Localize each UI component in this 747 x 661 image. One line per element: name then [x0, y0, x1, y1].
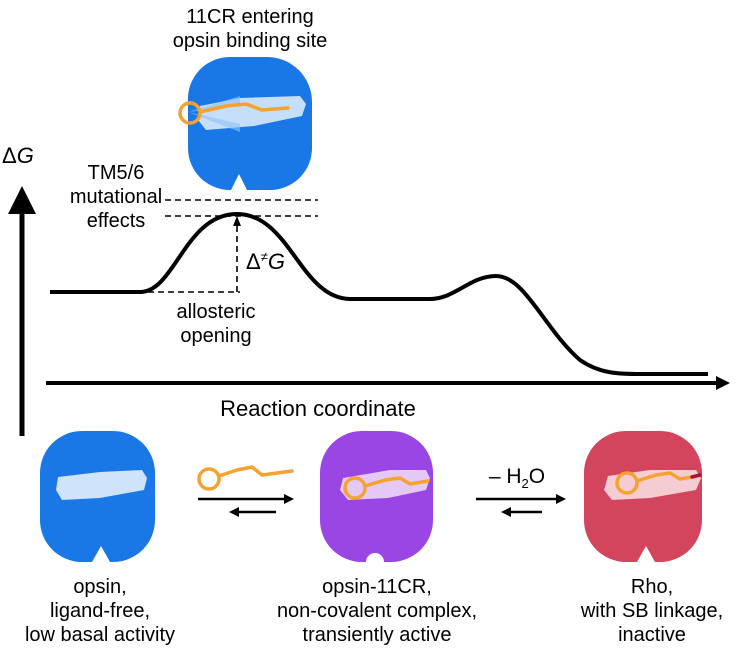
top-protein-icon — [178, 56, 312, 190]
state-opsin-label: opsin, ligand-free, low basal activity — [24, 576, 176, 646]
complex-protein-icon — [320, 431, 433, 562]
mutational-effects-label: TM5/6 mutational effects — [69, 162, 163, 232]
energy-profile-curve — [50, 211, 708, 376]
opsin-protein-icon — [40, 431, 155, 562]
equilibrium-arrows-1 — [198, 494, 294, 517]
allosteric-opening-label: allosteric opening — [176, 301, 256, 347]
rho-protein-icon — [584, 431, 702, 562]
state-complex-label: opsin-11CR, non-covalent complex, transi… — [276, 576, 478, 646]
dashed-guides — [148, 199, 318, 293]
barrier-label: Δ≠G — [246, 249, 285, 274]
equilibrium-arrows-2 — [476, 494, 566, 517]
x-axis-arrowhead — [716, 376, 730, 390]
water-release-label: – H2O — [489, 465, 545, 491]
state-rho-label: Rho, with SB linkage, inactive — [580, 576, 724, 646]
y-axis-arrowhead — [8, 186, 36, 214]
barrier-arrowhead — [233, 216, 241, 226]
y-axis-label: ΔG — [2, 143, 34, 168]
free-retinal-icon — [197, 465, 294, 491]
x-axis-label: Reaction coordinate — [220, 396, 416, 421]
top-protein-label: 11CR entering opsin binding site — [172, 6, 328, 52]
